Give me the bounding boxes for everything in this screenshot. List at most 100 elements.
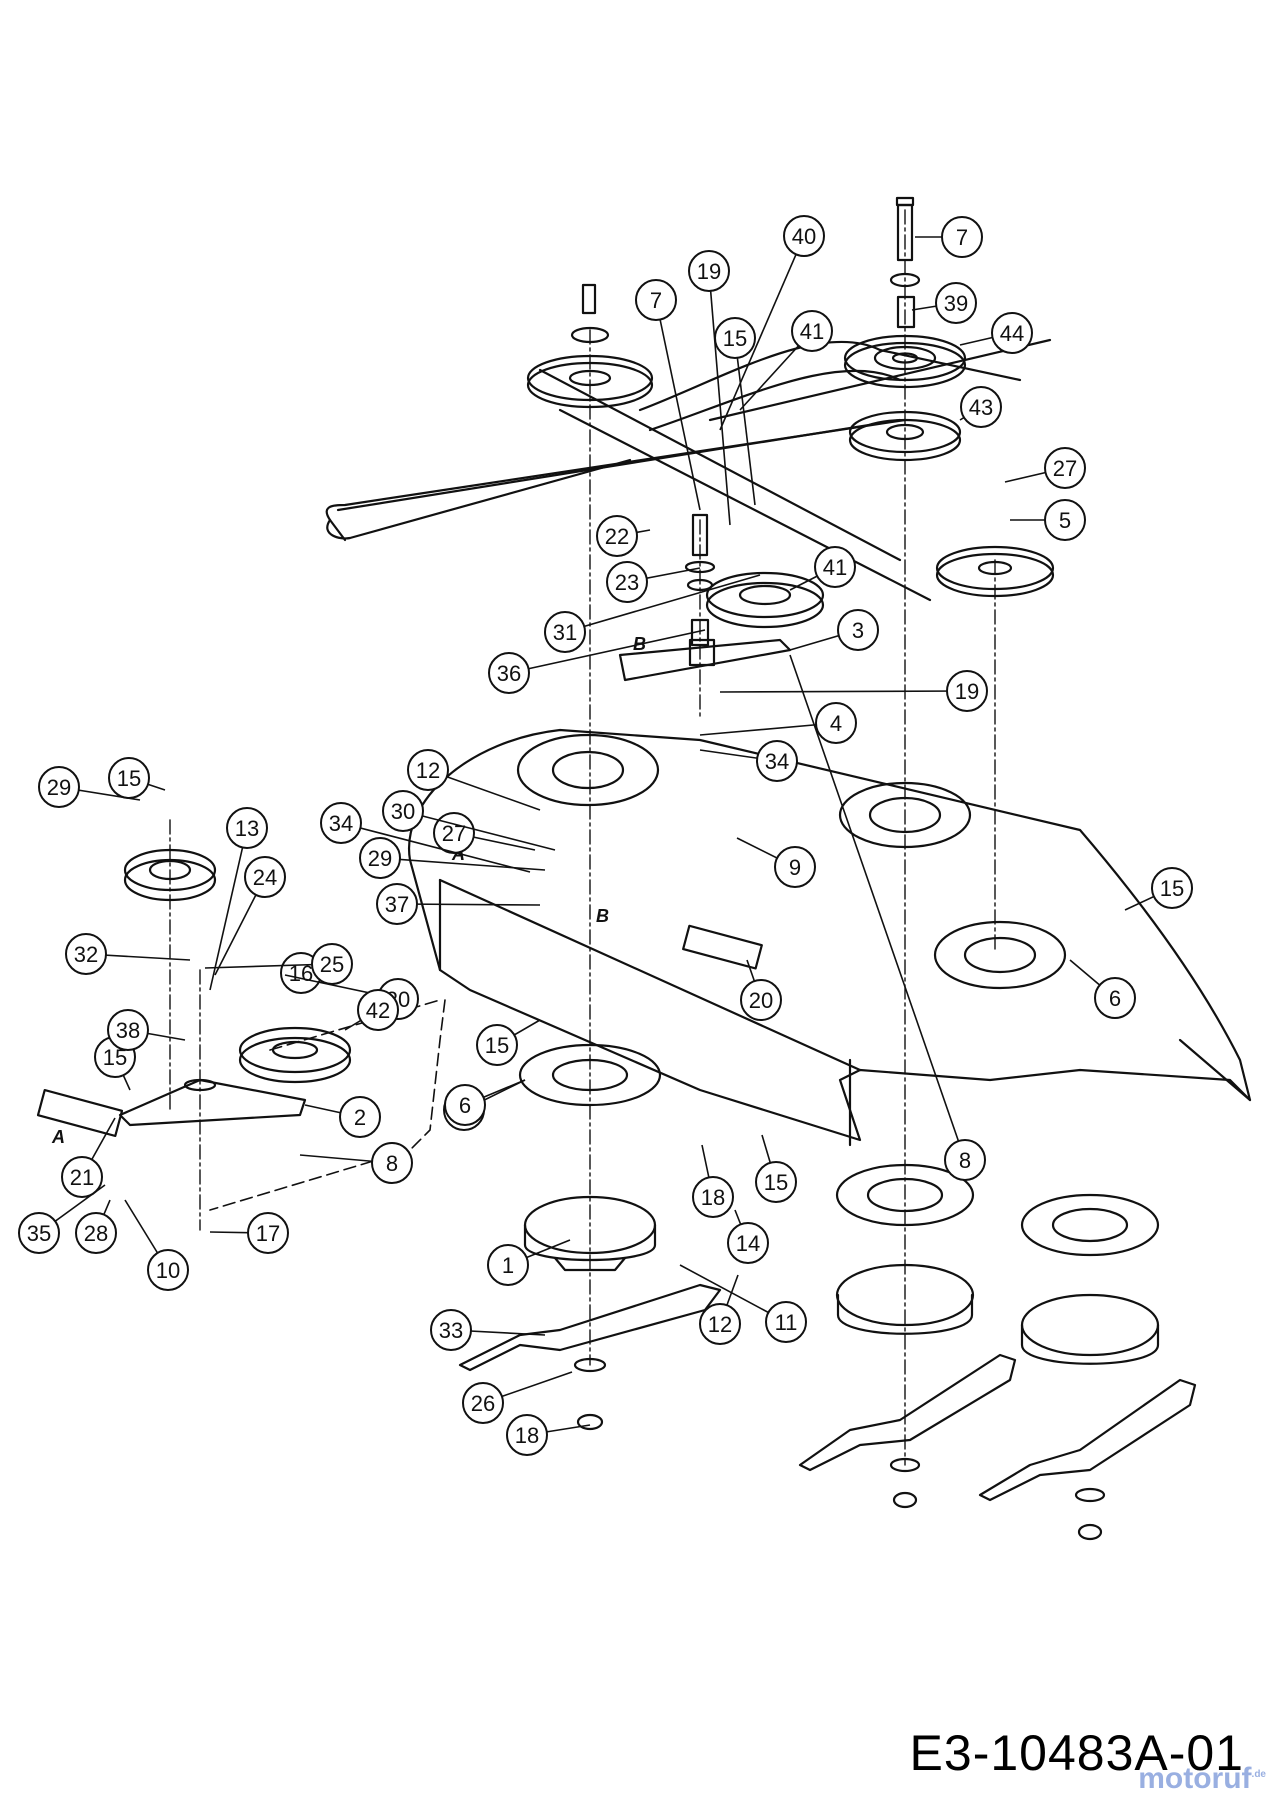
callout-circle [61, 1156, 103, 1198]
callout-leader [340, 822, 531, 873]
callout-number: 31 [553, 620, 577, 645]
callout-number: 10 [156, 1258, 180, 1283]
callout-18: 18 [692, 1144, 734, 1218]
callout-25: 25 [204, 943, 353, 985]
washer-right-bottom [1074, 1487, 1106, 1503]
callout-15: 15 [108, 757, 166, 799]
callout-1: 1 [487, 1239, 571, 1286]
callout-number: 15 [764, 1170, 788, 1195]
callout-30: 30 [382, 790, 556, 851]
callout-27: 27 [433, 812, 536, 854]
reference-mark-A: A [51, 1127, 65, 1147]
callout-14: 14 [727, 1209, 769, 1264]
callout-12: 12 [407, 749, 541, 811]
callout-number: 11 [775, 1310, 798, 1335]
callout-circle [791, 310, 833, 352]
callout-circle [1044, 499, 1086, 541]
callout-number: 2 [354, 1105, 366, 1130]
callout-number: 17 [256, 1221, 280, 1246]
callout-circle [815, 702, 857, 744]
callout-number: 19 [955, 679, 979, 704]
callout-number: 21 [70, 1165, 94, 1190]
callout-22: 22 [596, 515, 651, 557]
callout-number: 40 [792, 224, 816, 249]
callout-circle [18, 1212, 60, 1254]
idler-pulley-41-left [238, 1026, 352, 1084]
callout-number: 37 [385, 892, 409, 917]
callout-number: 19 [697, 259, 721, 284]
nut-17 [576, 1413, 604, 1431]
callout-leader [719, 690, 968, 693]
callout-number: 38 [116, 1018, 140, 1043]
callout-circle [476, 1024, 518, 1066]
callout-circle [430, 1309, 472, 1351]
callout-circle [65, 933, 107, 975]
callout-number: 13 [235, 816, 259, 841]
idler-pulley-41-center [705, 571, 825, 629]
callout-number: 25 [320, 952, 344, 977]
callout-27: 27 [1004, 447, 1086, 489]
callout-leader [209, 827, 248, 991]
callout-circle [382, 790, 424, 832]
callout-circle [444, 1084, 486, 1126]
callout-41: 41 [739, 310, 833, 411]
callout-15: 15 [476, 1019, 541, 1066]
callout-number: 44 [1000, 321, 1024, 346]
callout-number: 36 [497, 661, 521, 686]
callout-circle [339, 1096, 381, 1138]
callout-number: 1 [502, 1253, 514, 1278]
callout-3: 3 [789, 609, 879, 651]
callout-number: 3 [852, 618, 864, 643]
callout-circle [783, 215, 825, 257]
callout-15: 15 [755, 1134, 797, 1203]
callout-7: 7 [635, 279, 701, 511]
nut-center-bottom [892, 1491, 918, 1509]
plate-left-upper [516, 733, 660, 807]
callout-20: 20 [740, 959, 782, 1021]
callout-number: 8 [386, 1151, 398, 1176]
callout-18: 18 [506, 1414, 591, 1456]
callout-number: 43 [969, 395, 993, 420]
callout-13: 13 [209, 807, 268, 991]
callout-circle [688, 250, 730, 292]
drawing-number: E3-10483A-01 [909, 1725, 1244, 1781]
callout-35: 35 [18, 1184, 106, 1254]
callout-leader [789, 654, 966, 1161]
callout-circle [941, 216, 983, 258]
callout-leader [719, 235, 805, 431]
callout-circle [606, 561, 648, 603]
callout-19: 19 [719, 670, 988, 712]
callout-11: 11 [679, 1264, 807, 1343]
callout-23: 23 [606, 561, 701, 603]
callout-number: 39 [944, 291, 968, 316]
callout-number: 8 [959, 1148, 971, 1173]
callout-number: 34 [329, 811, 353, 836]
callout-leader [402, 810, 556, 851]
callout-circle [991, 312, 1033, 354]
callout-41: 41 [789, 546, 856, 591]
callout-number: 15 [117, 766, 141, 791]
callout-number: 26 [471, 1391, 495, 1416]
callout-number: 41 [800, 319, 824, 344]
watermark-tld: .de [1251, 1769, 1266, 1780]
callout-number: 27 [1053, 456, 1077, 481]
callout-number: 30 [391, 799, 415, 824]
callout-number: 4 [830, 711, 842, 736]
callout-circle [320, 802, 362, 844]
callout-34: 34 [320, 802, 531, 873]
callout-circle [357, 989, 399, 1031]
callout-leader [655, 299, 701, 511]
callout-19: 19 [688, 250, 731, 526]
v-belt-upper [538, 338, 1052, 602]
callout-leader [708, 270, 731, 526]
callout-44: 44 [959, 312, 1033, 354]
callout-circle [226, 807, 268, 849]
callout-42: 42 [344, 989, 399, 1031]
callout-number: 15 [1160, 876, 1184, 901]
callout-circle [692, 1176, 734, 1218]
callout-21: 21 [61, 1117, 116, 1198]
callout-34: 34 [699, 740, 798, 782]
callout-5: 5 [1010, 499, 1086, 541]
callout-12: 12 [699, 1274, 741, 1345]
